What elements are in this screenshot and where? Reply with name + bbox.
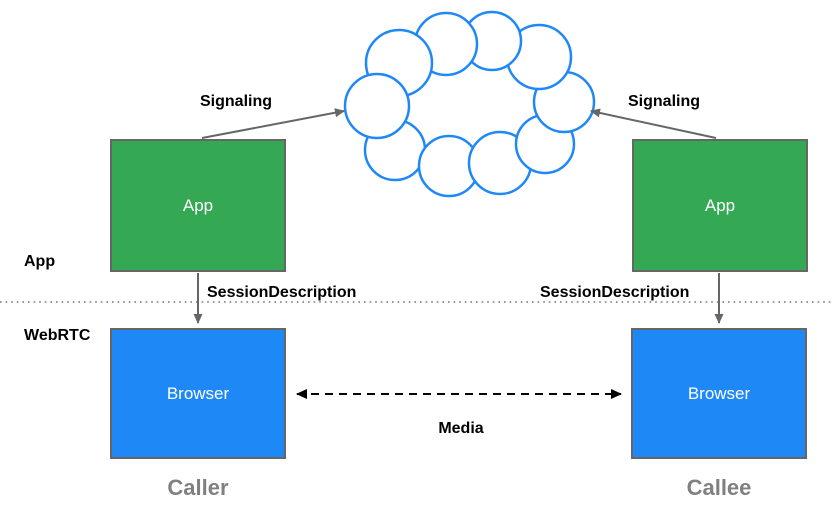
signaling-arrow-right (590, 108, 717, 139)
caller-browser-label: Browser (166, 383, 230, 403)
media-label: Media (438, 420, 484, 437)
callee-browser-box: Browser (631, 328, 807, 459)
callee-app-box: App (632, 139, 808, 272)
callee-browser-label: Browser (687, 383, 751, 403)
signaling-label-left: Signaling (200, 93, 272, 110)
signaling-label-right: Signaling (628, 93, 700, 110)
caller-app-label: App (182, 195, 214, 215)
callee-app-label: App (704, 195, 736, 215)
caller-app-box: App (110, 139, 286, 272)
session-description-label-right: SessionDescription (540, 284, 690, 301)
caller-browser-box: Browser (110, 328, 286, 459)
signaling-arrow-left (201, 108, 345, 139)
callee-caption: Callee (686, 475, 752, 500)
webrtc-layer-label: WebRTC (24, 327, 91, 344)
signaling-cloud-icon (343, 10, 596, 198)
caller-caption: Caller (167, 475, 229, 500)
session-description-label-left: SessionDescription (207, 284, 357, 301)
app-layer-label: App (24, 253, 56, 270)
